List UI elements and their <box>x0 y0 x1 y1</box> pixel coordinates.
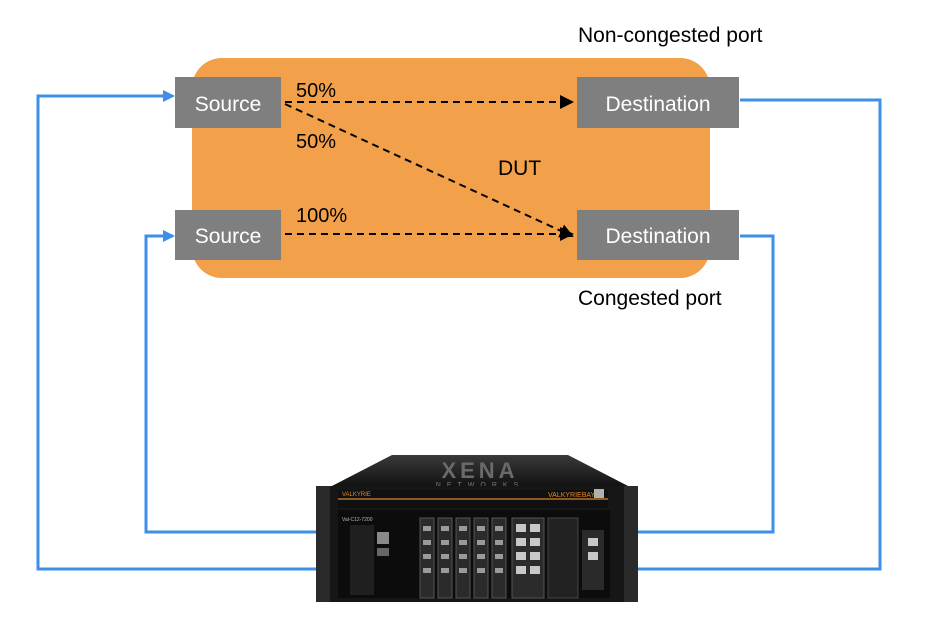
node-destination-bottom: Destination <box>577 210 739 260</box>
chassis-right-badge: VALKYRIEBAY <box>548 492 596 499</box>
flow-label-diagonal: 50% <box>296 131 336 153</box>
chassis-model: Val-C12-7200 <box>342 517 373 523</box>
source-bottom-label: Source <box>195 225 262 248</box>
link-to-source-top <box>36 90 432 571</box>
traffic-arrows <box>284 95 574 241</box>
chassis-brand-sub: NETWORKS <box>436 482 524 489</box>
link-to-source-bottom <box>144 230 432 534</box>
port-grid <box>423 524 598 574</box>
dut-label: DUT <box>498 157 541 180</box>
chassis-left-badge: VALKYRIE <box>342 492 371 498</box>
test-chassis: XENA NETWORKS VALKYRIE VALKYRIEBAY Val-C… <box>316 455 638 602</box>
non-congested-port-label: Non-congested port <box>578 24 763 47</box>
node-destination-top: Destination <box>577 77 739 128</box>
destination-top-label: Destination <box>605 93 710 116</box>
link-from-destination-bottom <box>525 234 775 538</box>
source-top-label: Source <box>195 93 262 116</box>
link-from-destination-top <box>525 98 882 575</box>
node-source-bottom: Source <box>175 210 281 260</box>
congested-port-label: Congested port <box>578 287 722 310</box>
cable-links <box>36 90 882 575</box>
flow-arrow-diagonal <box>284 103 574 238</box>
node-source-top: Source <box>175 77 281 128</box>
chassis-brand: XENA <box>441 458 518 483</box>
flow-label-top-straight: 50% <box>296 80 336 102</box>
destination-bottom-label: Destination <box>605 225 710 248</box>
flow-label-bottom-straight: 100% <box>296 205 347 227</box>
